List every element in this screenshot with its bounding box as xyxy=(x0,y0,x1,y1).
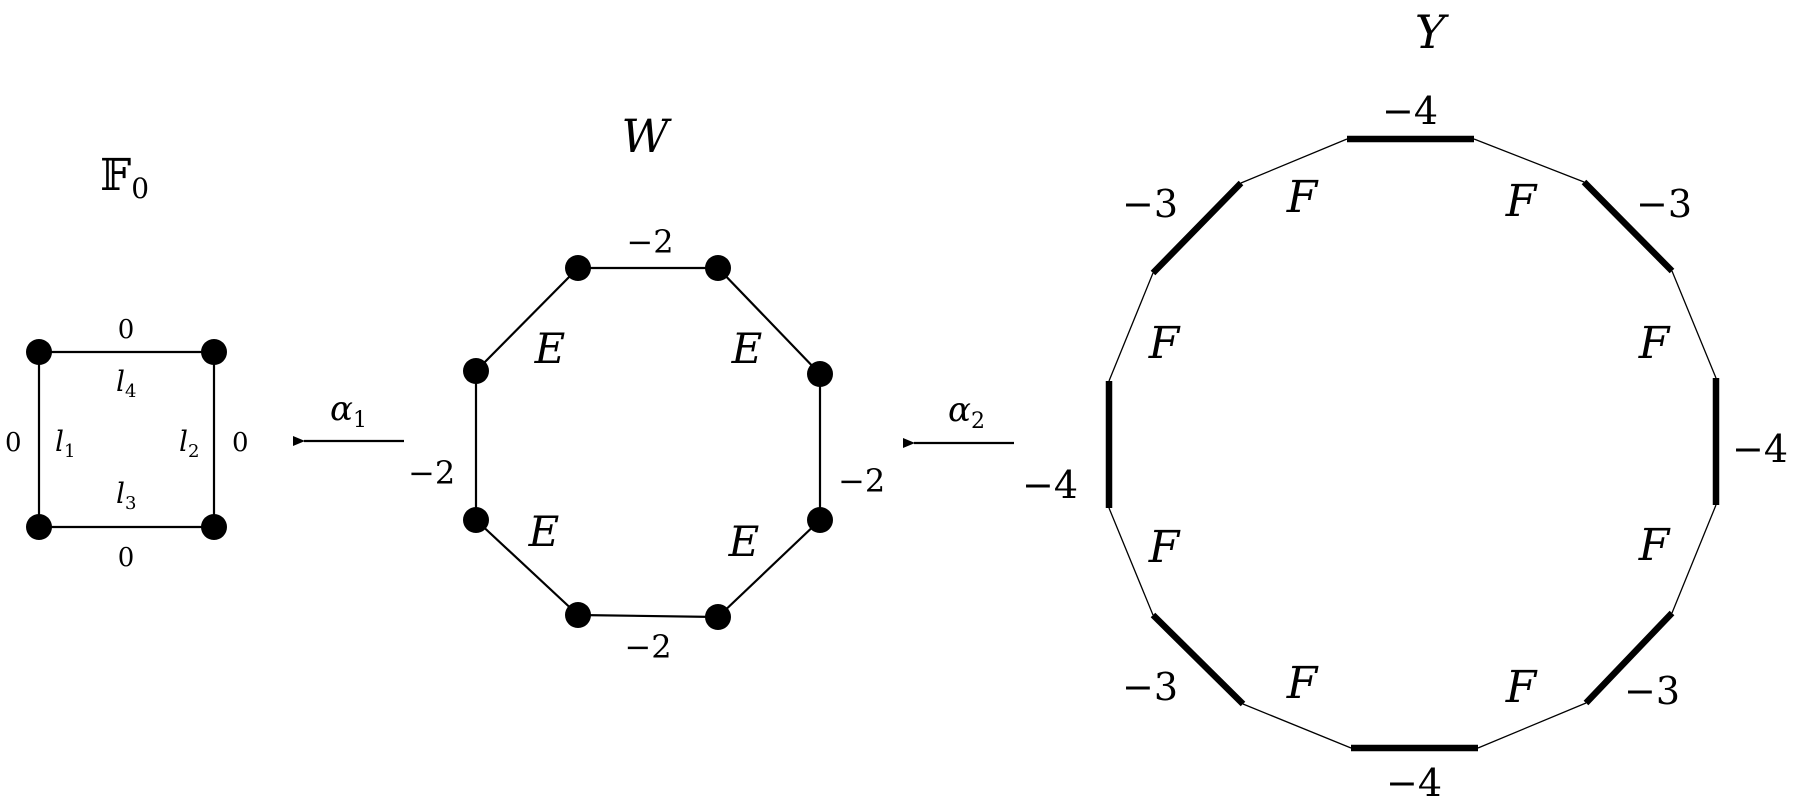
f0-line-l4: l4 xyxy=(116,365,136,402)
y-curve-f: F xyxy=(1148,318,1181,369)
y-edge-neg3 xyxy=(1583,610,1675,706)
w-octagon xyxy=(463,255,833,630)
y-curve-f: F xyxy=(1638,520,1671,571)
f0-line-l1: l1 xyxy=(55,425,75,462)
y-edge-neg3 xyxy=(1581,179,1675,274)
y-edge-f xyxy=(1108,507,1154,616)
f0-vertex xyxy=(201,514,227,540)
y-dodecagon xyxy=(1105,135,1720,752)
w-curve-e: E xyxy=(728,517,760,566)
y-curve-f: F xyxy=(1148,522,1181,573)
f0-line-l2: l2 xyxy=(179,425,199,462)
y-curve-f: F xyxy=(1286,172,1319,223)
y-label-neg4-right: −4 xyxy=(1732,427,1788,471)
f0-square xyxy=(26,339,227,540)
w-vertex xyxy=(807,361,833,387)
w-vertex xyxy=(705,604,731,630)
w-vertex xyxy=(463,358,489,384)
f0-label-bottom: 0 xyxy=(118,543,135,573)
w-curve-e: E xyxy=(731,324,763,373)
w-vertex xyxy=(705,255,731,281)
y-edge-neg3 xyxy=(1150,612,1246,707)
w-label-bottom: −2 xyxy=(624,628,671,666)
y-curve-f: F xyxy=(1505,176,1538,227)
w-edge xyxy=(475,519,579,616)
y-label-neg4-left: −4 xyxy=(1022,463,1078,507)
w-edge xyxy=(475,267,579,372)
y-label-neg3-bottom-left: −3 xyxy=(1122,665,1178,709)
y-edge-f xyxy=(1671,270,1717,379)
w-vertex xyxy=(463,507,489,533)
y-label-neg3-top-left: −3 xyxy=(1122,182,1178,226)
f0-vertex xyxy=(26,514,52,540)
y-label-neg4-bottom: −4 xyxy=(1386,761,1442,799)
w-vertex xyxy=(565,255,591,281)
y-edge-f xyxy=(1240,138,1348,184)
w-title: W xyxy=(621,109,672,163)
y-title: Y xyxy=(1415,5,1450,59)
y-curve-f: F xyxy=(1638,318,1671,369)
y-edge-f xyxy=(1671,504,1717,614)
w-label-right: −2 xyxy=(838,462,885,500)
arrow-alpha2-label: α2 xyxy=(948,390,985,434)
f0-label-right: 0 xyxy=(232,428,249,458)
w-curve-e: E xyxy=(534,324,566,373)
f0-vertex xyxy=(201,339,227,365)
arrow-alpha1-label: α1 xyxy=(330,389,367,433)
y-edge-neg3 xyxy=(1150,180,1244,276)
f0-title: 𝔽0 xyxy=(100,150,149,205)
f0-line-l3: l3 xyxy=(116,477,136,514)
y-label-neg4-top: −4 xyxy=(1382,89,1438,133)
w-edge xyxy=(717,519,821,618)
w-edge xyxy=(717,267,821,375)
y-edge-f xyxy=(1473,138,1585,183)
y-curve-f: F xyxy=(1286,658,1319,709)
w-edge xyxy=(577,613,719,619)
y-curve-f: F xyxy=(1505,662,1538,713)
y-label-neg3-bottom-right: −3 xyxy=(1624,669,1680,713)
f0-label-left: 0 xyxy=(5,428,22,458)
w-label-top: −2 xyxy=(626,223,673,261)
y-label-neg3-top-right: −3 xyxy=(1636,182,1692,226)
w-vertex xyxy=(807,507,833,533)
w-label-left: −2 xyxy=(408,454,455,492)
y-edge-f xyxy=(1108,272,1154,382)
w-curve-e: E xyxy=(528,507,560,556)
w-vertex xyxy=(565,602,591,628)
f0-vertex xyxy=(26,339,52,365)
f0-label-top: 0 xyxy=(118,315,135,345)
y-edge-f xyxy=(1477,702,1587,749)
y-edge-f xyxy=(1242,703,1352,749)
